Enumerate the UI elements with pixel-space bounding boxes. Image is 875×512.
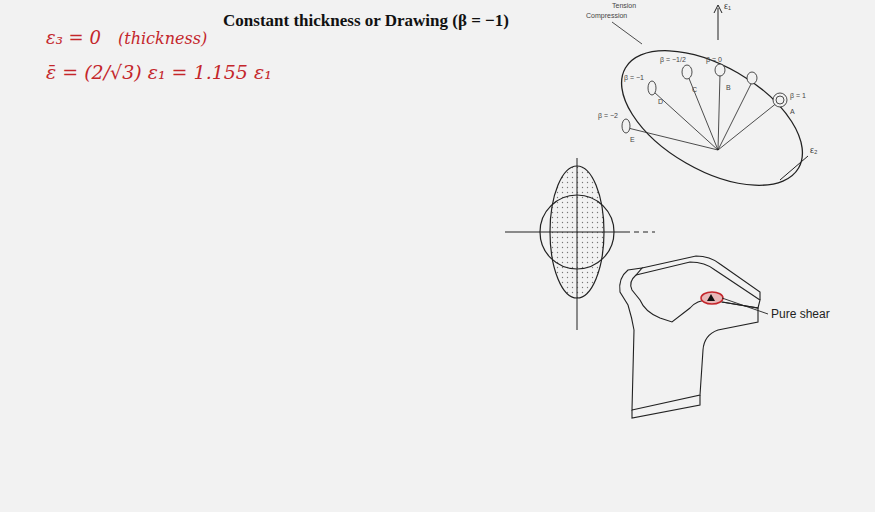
handwritten-note: ε₃ = 0 (46, 28, 101, 48)
beta-label: β = −1/2 (660, 56, 686, 64)
beta-label: β = −2 (598, 112, 618, 120)
axis-note: Compression (586, 12, 627, 20)
point-letter: D (658, 98, 663, 106)
point-letter: A (790, 108, 795, 116)
beta-label: β = 1 (790, 92, 806, 100)
axis-label: ε₁ (724, 2, 731, 12)
beta-label: β = −1 (624, 74, 644, 82)
drawn-part (620, 256, 768, 418)
point-letter: C (692, 86, 697, 94)
point-letter: E (630, 136, 635, 144)
handwritten-equation: ε̄ = (2/√3) ε₁ = 1.155 ε₁ (46, 62, 272, 83)
handwritten-note: (thickness) (118, 30, 207, 48)
axis-label: ε₂ (810, 146, 818, 156)
callout-label: Pure shear (771, 308, 830, 321)
strain-diagram (599, 5, 824, 213)
slide-title: Constant thickness or Drawing (β = −1) (223, 12, 509, 31)
point-letter: B (726, 84, 731, 92)
axis-note: Tension (612, 2, 636, 10)
beta-label: β = 0 (706, 56, 722, 64)
